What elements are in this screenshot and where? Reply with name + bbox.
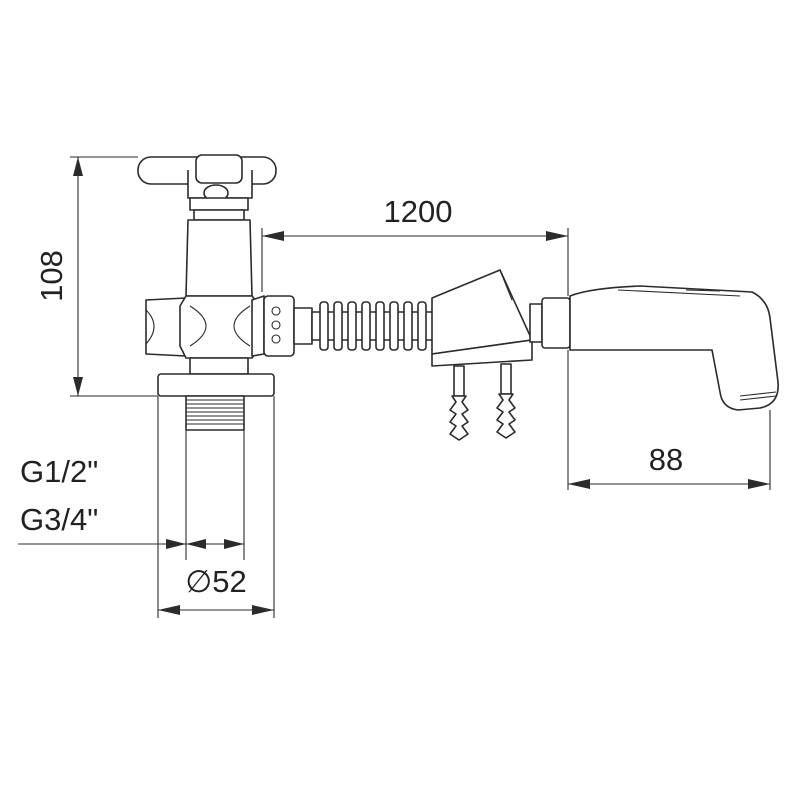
wall-plug-left [449,365,469,441]
base-flange [157,373,275,397]
wall-plug-right [496,363,516,439]
spray-head-length-label: 88 [649,442,683,477]
spray-head [529,285,779,411]
tap-handle [137,154,277,221]
base-diameter-label: ∅52 [185,564,247,599]
dimension-height: 108 [34,156,158,397]
dimension-hose-length: 1200 [261,194,569,296]
valve-body [145,219,313,375]
dimension-thread: G1/2" G3/4" [18,430,245,560]
spring-hose [311,301,439,351]
height-label: 108 [34,250,69,302]
wall-holder [431,269,533,441]
dimension-base-diameter: ∅52 [157,396,275,618]
dimension-spray-head: 88 [567,350,771,490]
threaded-shank [185,395,245,431]
hose-length-label: 1200 [384,194,453,229]
thread-size-2: G3/4" [20,502,98,537]
thread-size-1: G1/2" [20,454,98,489]
